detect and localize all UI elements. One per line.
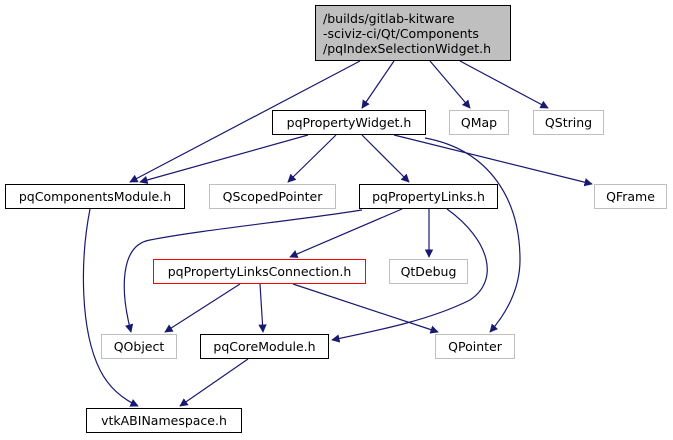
edge-root-to-pqPropertyWidget [361,60,395,109]
edge-pqPropertyWidget-to-pqPropertyLinks [361,134,410,183]
edge-pqPropertyLinks-to-pqPropertyLinksConnection [289,208,403,258]
node-QString[interactable]: QString [533,110,604,135]
edge-root-to-pqComponentsModule [129,60,361,183]
edge-root-to-QString [459,60,549,109]
node-pqPropertyWidget[interactable]: pqPropertyWidget.h [272,110,426,135]
edge-pqPropertyWidget-to-QFrame [393,134,593,187]
node-vtkABINamespace[interactable]: vtkABINamespace.h [86,408,242,433]
node-label: pqComponentsModule.h [18,189,172,204]
node-root-line-2: -sciviz-ci/Qt/Components [323,25,479,41]
node-label: QPointer [448,339,502,354]
node-label: pqPropertyLinksConnection.h [167,264,352,279]
edge-root-to-QMap [429,60,471,109]
edge-pqPropertyLinksConnection-to-pqCoreModule [258,283,267,333]
edge-pqComponentsModule-to-vtkABINamespace [82,208,139,407]
edge-pqPropertyLinksConnection-to-QPointer [292,283,439,334]
node-QMap[interactable]: QMap [449,110,509,135]
node-label: QMap [460,115,498,130]
node-root-line-3: /pqIndexSelectionWidget.h [323,40,492,56]
edge-pqPropertyLinks-to-QObject [123,209,363,333]
node-label: QFrame [606,189,655,204]
node-label: pqPropertyWidget.h [286,115,412,130]
node-QtDebug[interactable]: QtDebug [389,259,468,284]
node-root[interactable]: /builds/gitlab-kitware -sciviz-ci/Qt/Com… [315,5,511,61]
node-QObject[interactable]: QObject [101,334,177,359]
node-pqComponentsModule[interactable]: pqComponentsModule.h [5,184,185,209]
node-QPointer[interactable]: QPointer [435,334,515,359]
node-label: pqPropertyLinks.h [372,189,485,204]
node-label: QObject [113,339,165,354]
node-root-line-1: /builds/gitlab-kitware [323,10,455,26]
edge-pqPropertyWidget-to-QScopedPointer [287,134,337,183]
edge-pqPropertyWidget-to-pqComponentsModule [139,134,309,185]
node-pqPropertyLinksConnection[interactable]: pqPropertyLinksConnection.h [153,259,366,284]
node-label: QScopedPointer [222,189,323,204]
node-QScopedPointer[interactable]: QScopedPointer [209,184,336,209]
node-pqCoreModule[interactable]: pqCoreModule.h [200,334,329,359]
node-label: pqCoreModule.h [213,339,316,354]
node-label: QString [544,115,593,130]
node-label: QtDebug [400,264,457,279]
node-pqPropertyLinks[interactable]: pqPropertyLinks.h [359,184,498,209]
edge-pqCoreModule-to-vtkABINamespace [179,358,249,407]
node-label: vtkABINamespace.h [101,413,227,428]
node-QFrame[interactable]: QFrame [594,184,667,209]
edge-pqPropertyLinksConnection-to-QObject [164,283,241,333]
edge-pqPropertyLinks-to-pqCoreModule [331,208,488,343]
edge-pqPropertyWidget-to-QPointer [424,137,521,333]
